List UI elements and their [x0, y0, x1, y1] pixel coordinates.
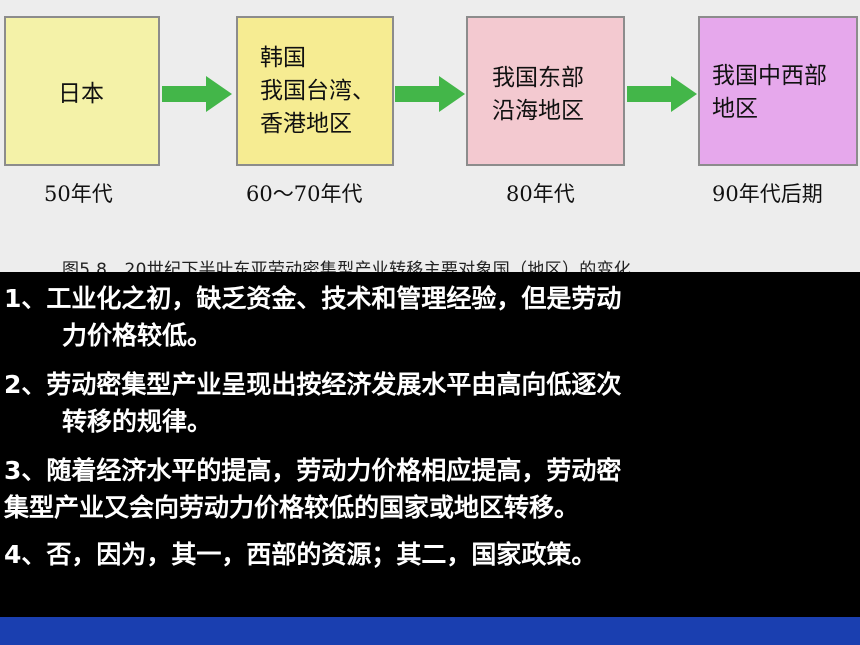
- answer-line: 1、工业化之初，缺乏资金、技术和管理经验，但是劳动: [4, 284, 622, 313]
- stage-label: 我国中西部 地区: [712, 63, 827, 122]
- footer-bar: [0, 617, 860, 645]
- answer-panel: 1、工业化之初，缺乏资金、技术和管理经验，但是劳动 力价格较低。 2、劳动密集型…: [0, 272, 860, 617]
- figure-caption: 图5.8 20世纪下半叶东亚劳动密集型产业转移主要对象国（地区）的变化: [62, 260, 632, 272]
- stage-label: 日本: [58, 81, 104, 107]
- answer-line: 4、否，因为，其一，西部的资源；其二，国家政策。: [4, 540, 597, 569]
- answer-item: 2、劳动密集型产业呈现出按经济发展水平由高向低逐次 转移的规律。: [4, 366, 844, 440]
- era-label: 90年代后期: [712, 182, 823, 206]
- stage-box-central-western: 我国中西部 地区: [698, 16, 858, 166]
- era-label: 50年代: [44, 182, 113, 206]
- arrow-right-icon: [162, 76, 232, 112]
- era-label: 80年代: [506, 182, 575, 206]
- answer-line: 力价格较低。: [62, 321, 213, 350]
- era-label: 60～70年代: [246, 182, 363, 206]
- stage-label: 我国东部 沿海地区: [492, 65, 584, 124]
- answer-line: 2、劳动密集型产业呈现出按经济发展水平由高向低逐次: [4, 370, 622, 399]
- stage-box-korea-taiwan-hongkong: 韩国 我国台湾、 香港地区: [236, 16, 394, 166]
- answer-item: 1、工业化之初，缺乏资金、技术和管理经验，但是劳动 力价格较低。: [4, 280, 844, 354]
- stage-box-japan: 日本: [4, 16, 160, 166]
- flow-diagram: 日本 韩国 我国台湾、 香港地区 我国东部 沿海地区 我国中西部 地区 50年代…: [0, 0, 860, 272]
- answer-line: 3、随着经济水平的提高，劳动力价格相应提高，劳动密: [4, 456, 622, 485]
- arrow-right-icon: [395, 76, 465, 112]
- answer-item: 4、否，因为，其一，西部的资源；其二，国家政策。: [4, 536, 844, 573]
- answer-line: 转移的规律。: [62, 407, 213, 436]
- stage-label: 韩国 我国台湾、 香港地区: [260, 45, 375, 137]
- answer-line: 集型产业又会向劳动力价格较低的国家或地区转移。: [4, 493, 580, 522]
- stage-box-eastern-coast: 我国东部 沿海地区: [466, 16, 625, 166]
- answer-item: 3、随着经济水平的提高，劳动力价格相应提高，劳动密 集型产业又会向劳动力价格较低…: [4, 452, 844, 526]
- arrow-right-icon: [627, 76, 697, 112]
